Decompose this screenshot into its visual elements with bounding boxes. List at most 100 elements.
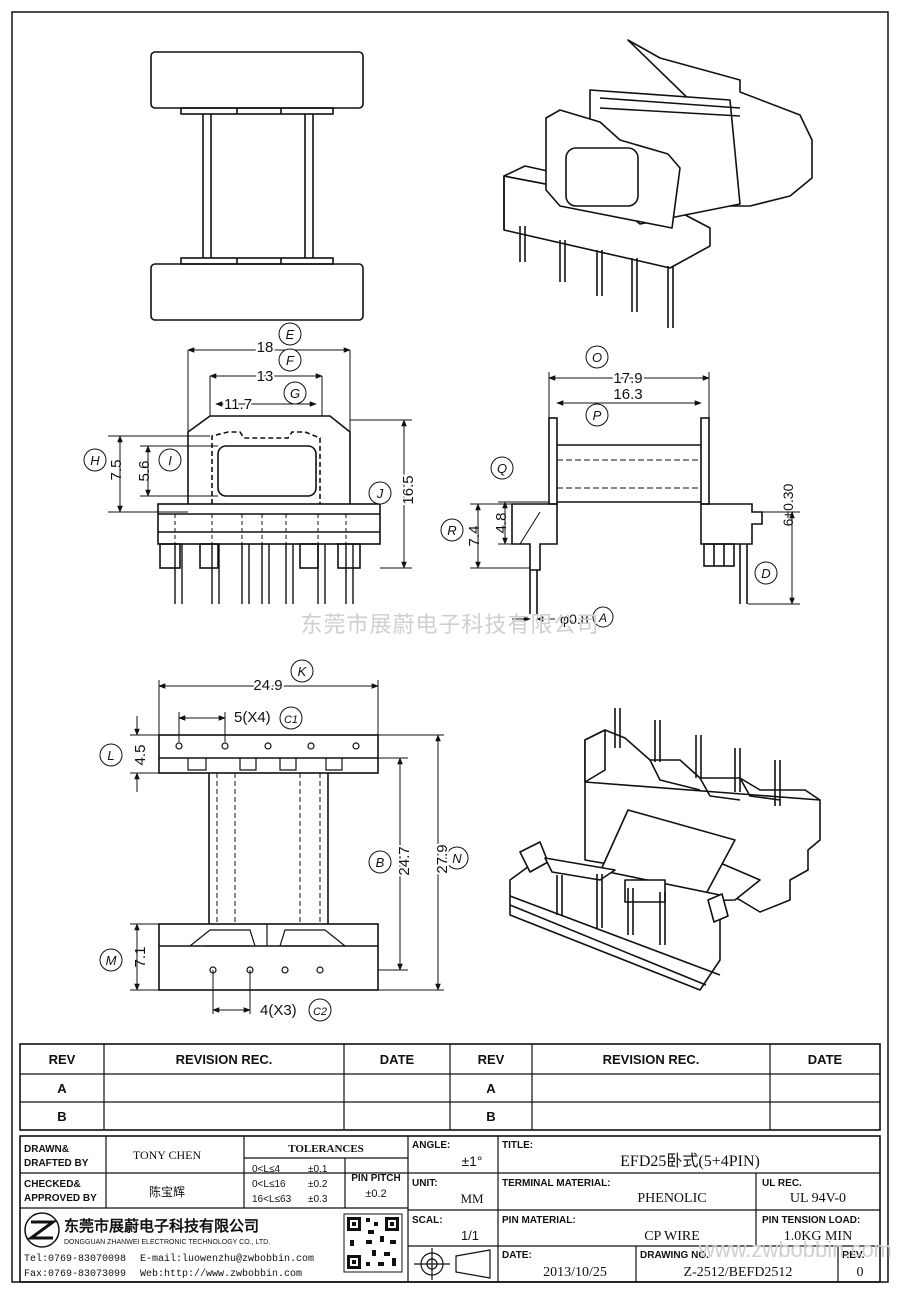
dim-a-label: A	[598, 611, 607, 625]
ul-label: UL REC.	[762, 1178, 802, 1189]
qr-code	[343, 1213, 403, 1273]
date-label: DATE:	[502, 1250, 532, 1261]
tol-value-1: ±0.1	[308, 1164, 328, 1175]
dim-n-label: N	[452, 851, 462, 866]
rev-header-rec-2: REVISION REC.	[603, 1052, 700, 1067]
company-logo	[24, 1212, 60, 1248]
side-view-dim-labels: O 17.9 P 16.3 Q 4.8 R 7.4 6±0.30 D φ0.8 …	[440, 345, 796, 628]
dim-g-label: G	[290, 386, 300, 401]
company-tel: Tel:0769-83070098	[24, 1253, 126, 1265]
pin-tension-label: PIN TENSION LOAD:	[762, 1215, 860, 1226]
rev-row-b-left: B	[57, 1109, 66, 1124]
rev-row-b-right: B	[486, 1109, 495, 1124]
dim-b-value: 24.7	[396, 846, 413, 875]
dim-h-value: 7.5	[108, 460, 125, 481]
rev-row-a-left: A	[57, 1081, 67, 1096]
rev-header-rev-1: REV	[49, 1052, 76, 1067]
dim-c2-value: 4(X3)	[260, 1002, 297, 1019]
dim-f-value: 13	[257, 368, 274, 385]
tol-value-3: ±0.3	[308, 1194, 328, 1205]
tol-range-2: 0<L≤16	[252, 1179, 286, 1190]
dim-k-label: K	[298, 664, 308, 679]
tol-range-3: 16<L≤63	[252, 1194, 292, 1205]
rev-header-date-1: DATE	[380, 1052, 415, 1067]
dim-j-label: J	[376, 486, 384, 501]
dim-m-value: 7.1	[132, 947, 149, 968]
dim-o-label: O	[592, 350, 602, 365]
side-view	[511, 417, 763, 614]
drawing-no-label: DRAWING NO.	[640, 1250, 709, 1261]
front-view-dimensions	[108, 347, 412, 569]
top-view	[150, 51, 364, 321]
pin-material-label: PIN MATERIAL:	[502, 1215, 576, 1226]
title-value: EFD25卧式(5+4PIN)	[620, 1152, 760, 1170]
dim-d-label: D	[761, 566, 770, 581]
checked-label-1: CHECKED&	[24, 1179, 81, 1190]
bottom-view-dimensions	[130, 680, 444, 1014]
dim-k-value: 24.9	[253, 677, 282, 694]
dim-r-value: 7.4	[466, 526, 483, 547]
dim-o-value: 17.9	[613, 370, 642, 387]
dim-c1-value: 5(X4)	[234, 709, 271, 726]
company-web: Web:http://www.zwbobbin.com	[140, 1268, 302, 1280]
angle-label: ANGLE:	[412, 1140, 450, 1151]
pin-pitch-value: ±0.2	[365, 1188, 386, 1200]
revision-table: REV REVISION REC. DATE REV REVISION REC.…	[19, 1043, 881, 1131]
dim-q-value: 4.8	[493, 513, 510, 534]
title-block	[19, 1135, 881, 1283]
rev-header-rec-1: REVISION REC.	[176, 1052, 273, 1067]
dim-c1-label: C1	[284, 714, 298, 726]
watermark-site: www.zwbobbin.com	[698, 1237, 892, 1262]
rev-label: REV.	[842, 1250, 865, 1261]
tol-range-1: 0<L≤4	[252, 1164, 280, 1175]
dim-b-label: B	[376, 855, 385, 870]
dim-e-label: E	[286, 327, 295, 342]
dim-i-label: I	[168, 453, 172, 468]
company-name-cn: 东莞市展蔚电子科技有限公司	[64, 1217, 259, 1235]
company-name-en: DONGGUAN ZHANWEI ELECTRONIC TECHNOLOGY C…	[64, 1239, 270, 1246]
dim-h-label: H	[90, 453, 100, 468]
bottom-view	[158, 734, 379, 991]
dim-n-value: 27.9	[434, 844, 451, 873]
dim-i-value: 5.6	[136, 461, 153, 482]
company-fax: Fax:0769-83073099	[24, 1269, 126, 1280]
rev-header-date-2: DATE	[808, 1052, 843, 1067]
dim-q-label: Q	[497, 461, 507, 476]
isometric-view-bottom	[509, 708, 821, 991]
front-view-dim-labels: 18 E F 13 G 11.7 H 7.5 I 5.6 J 16.5	[83, 322, 419, 507]
angle-value: ±1°	[461, 1153, 482, 1169]
pin-tension-value: 1.0KG MIN	[784, 1229, 852, 1244]
drawn-value: TONY CHEN	[133, 1148, 202, 1162]
checked-value: 陈宝辉	[149, 1184, 185, 1199]
dim-p-label: P	[593, 408, 602, 423]
drawing-no-value: Z-2512/BEFD2512	[684, 1265, 793, 1280]
unit-label: UNIT:	[412, 1178, 438, 1189]
drawn-label-1: DRAWN&	[24, 1144, 69, 1155]
tolerances-label: TOLERANCES	[288, 1143, 364, 1155]
isometric-view-top	[503, 39, 813, 328]
date-value: 2013/10/25	[543, 1265, 607, 1280]
checked-label-2: APPROVED BY	[24, 1193, 97, 1204]
pin-pitch-label: PIN PITCH	[351, 1173, 400, 1184]
dim-f-label: F	[286, 353, 295, 368]
unit-value: MM	[460, 1191, 484, 1206]
dim-j-value: 16.5	[400, 475, 417, 504]
tol-value-2: ±0.2	[308, 1179, 328, 1190]
terminal-material-value: PHENOLIC	[637, 1191, 706, 1206]
side-view-dimensions	[470, 372, 800, 622]
dim-t-value: 6±0.30	[780, 483, 796, 526]
bottom-view-dim-labels: 24.9 K 5(X4) C1 L 4.5 B 24.7 N 27.9 M 7.…	[99, 659, 469, 1022]
rev-value: 0	[857, 1265, 864, 1280]
dim-l-value: 4.5	[132, 745, 149, 766]
pin-material-value: CP WIRE	[644, 1229, 700, 1244]
rev-row-a-right: A	[486, 1081, 496, 1096]
dim-g-value: 11.7	[224, 396, 252, 413]
terminal-material-label: TERMINAL MATERIAL:	[502, 1178, 611, 1189]
dim-l-label: L	[107, 748, 114, 763]
dim-c2-label: C2	[313, 1006, 327, 1018]
ul-value: UL 94V-0	[790, 1191, 846, 1206]
dim-r-label: R	[447, 523, 456, 538]
title-label: TITLE:	[502, 1140, 533, 1151]
watermark-company: 东莞市展蔚电子科技有限公司	[300, 612, 599, 637]
